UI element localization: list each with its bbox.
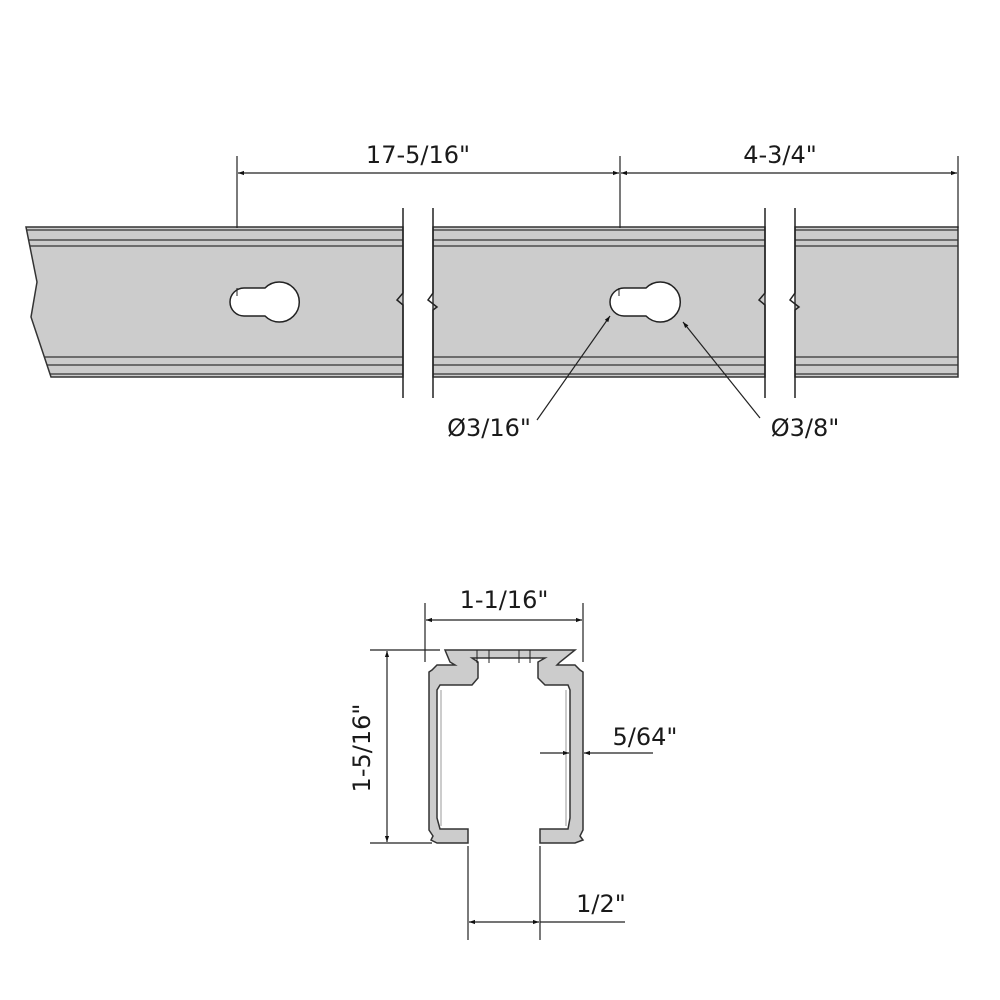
- callout-small-hole: Ø3/16": [447, 414, 531, 442]
- dim-spacing-label: 17-5/16": [366, 141, 470, 169]
- rail-top-view: [25, 205, 959, 400]
- rail-profile-view: [428, 649, 585, 844]
- profile-outline: [428, 649, 585, 844]
- break-gap-1: [395, 205, 439, 400]
- callout-large-hole: Ø3/8": [771, 414, 840, 442]
- dim-end-offset-label: 4-3/4": [743, 141, 817, 169]
- hole-callout-leaders: [536, 315, 761, 421]
- rail-segment-right: [794, 226, 959, 378]
- keyhole-slot-left: [229, 281, 301, 323]
- rail-groove-lines: [27, 229, 958, 375]
- dim-opening-label: 1/2": [576, 890, 626, 918]
- rail-segment-left: [25, 226, 404, 378]
- dim-profile-width-label: 1-1/16": [460, 586, 549, 614]
- dim-profile-height-label: 1-5/16": [348, 704, 376, 793]
- dim-wall-thickness-label: 5/64": [613, 723, 678, 751]
- rail-segment-middle: [432, 226, 766, 378]
- keyhole-slot-right: [609, 281, 682, 323]
- top-dimensions: [236, 156, 959, 228]
- profile-dimensions: [370, 603, 653, 940]
- break-gap-2: [757, 205, 801, 400]
